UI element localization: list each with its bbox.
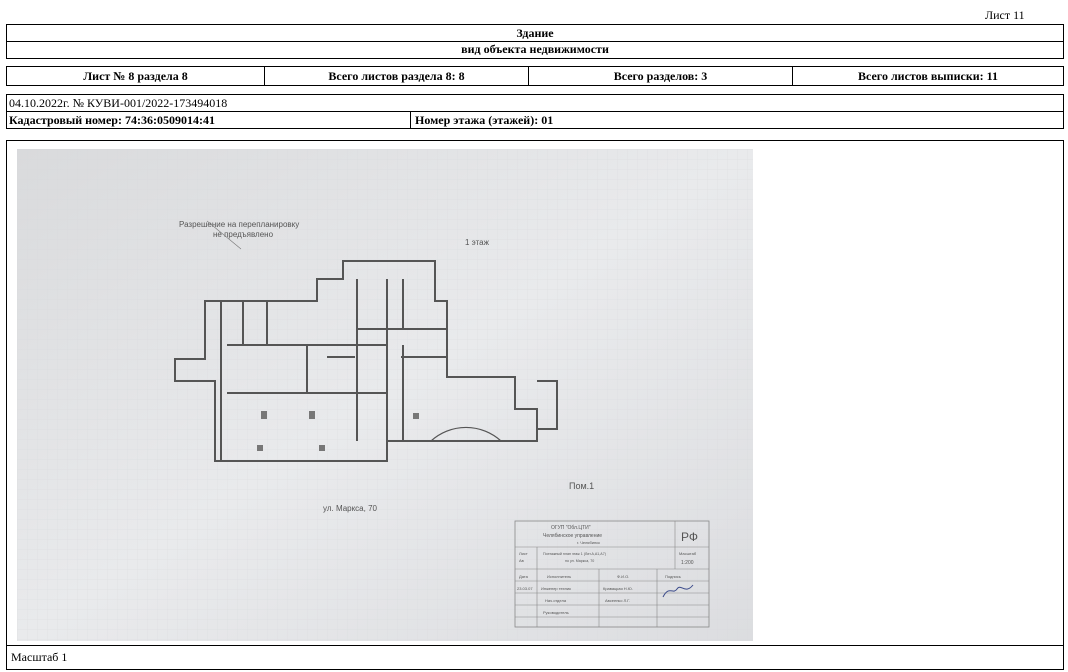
plan-room-label: Пом.1 [569, 481, 594, 491]
stamp-name1: Кравацкая Н.Ю. [603, 586, 633, 591]
plan-room-marks [257, 411, 419, 451]
scale-footer: Масштаб 1 [6, 646, 1064, 670]
stamp-desc-line1: Поэтажный план этаж 1 (Лит.А,А1,А7) [543, 552, 606, 556]
floor-plan-drawing: Разрешение на перепланировку не предъявл… [17, 149, 753, 641]
stamp-col-executor: Исполнитель [547, 574, 571, 579]
stamp-name2: Авсеенко Л.Г. [605, 598, 630, 603]
stamp-rf: РФ [681, 530, 698, 544]
total-extract-sheets: Всего листов выписки: 11 [857, 68, 998, 83]
stamp-scale-value: 1:200 [681, 560, 694, 566]
plan-note-line2: не предъявлено [213, 230, 274, 239]
object-caption: вид объекта недвижимости [461, 42, 609, 56]
stamp-sheet: Лист [519, 551, 528, 556]
sheet-of-section: Лист № 8 раздела 8 [7, 67, 265, 85]
stamp-city: г. Челябинск [577, 540, 600, 545]
stamp-sheet-num: Ав [519, 558, 524, 563]
stamp-role3: Руководитель [543, 610, 569, 615]
object-caption-row: вид объекта недвижимости [6, 41, 1064, 59]
stamp-signature [662, 584, 694, 598]
stamp-org-line2: Челябинское управление [543, 533, 602, 539]
total-sheets-section: Всего листов раздела 8: 8 [265, 67, 529, 85]
stamp-role1: Инженер техник [541, 586, 571, 591]
cadastral-row: Кадастровый номер: 74:36:0509014:41 Номе… [6, 111, 1064, 129]
object-type: Здание [516, 26, 554, 40]
stamp-desc-line2: по ул. Маркса, 70 [565, 559, 594, 563]
plan-street: ул. Маркса, 70 [323, 504, 378, 513]
stamp-scale-label: Масштаб [679, 551, 697, 556]
plan-floor-title: 1 этаж [465, 238, 490, 247]
stamp-date-value: 23.03.07 [517, 586, 533, 591]
stamp-col-sign: Подпись [665, 574, 681, 579]
total-sections: Всего разделов: 3 [529, 67, 793, 85]
sheet-info-row: Лист № 8 раздела 8 Всего листов раздела … [6, 66, 1064, 86]
object-type-row: Здание [6, 24, 1064, 42]
plan-note-line1: Разрешение на перепланировку [179, 220, 299, 229]
plan-stamp: ОГУП "Обл.ЦТИ" Челябинское управление г.… [514, 520, 710, 628]
stamp-col-date: Дата [519, 574, 529, 579]
floor-number: Номер этажа (этажей): 01 [415, 112, 554, 127]
floor-plan-frame: Разрешение на перепланировку не предъявл… [6, 140, 1064, 646]
doc-ref-row: 04.10.2022г. № КУВИ-001/2022-173494018 [6, 94, 1064, 112]
cadastral-number: Кадастровый номер: 74:36:0509014:41 [7, 112, 411, 128]
doc-reference: 04.10.2022г. № КУВИ-001/2022-173494018 [9, 95, 228, 110]
floor-plan-image: Разрешение на перепланировку не предъявл… [17, 149, 753, 641]
stamp-org-line1: ОГУП "Обл.ЦТИ" [551, 525, 591, 531]
sheet-number-label: Лист 11 [985, 8, 1025, 22]
stamp-role2: Нач.отдела [545, 598, 567, 603]
building-outline [174, 260, 558, 462]
stamp-col-fio: Ф.И.О. [617, 574, 629, 579]
